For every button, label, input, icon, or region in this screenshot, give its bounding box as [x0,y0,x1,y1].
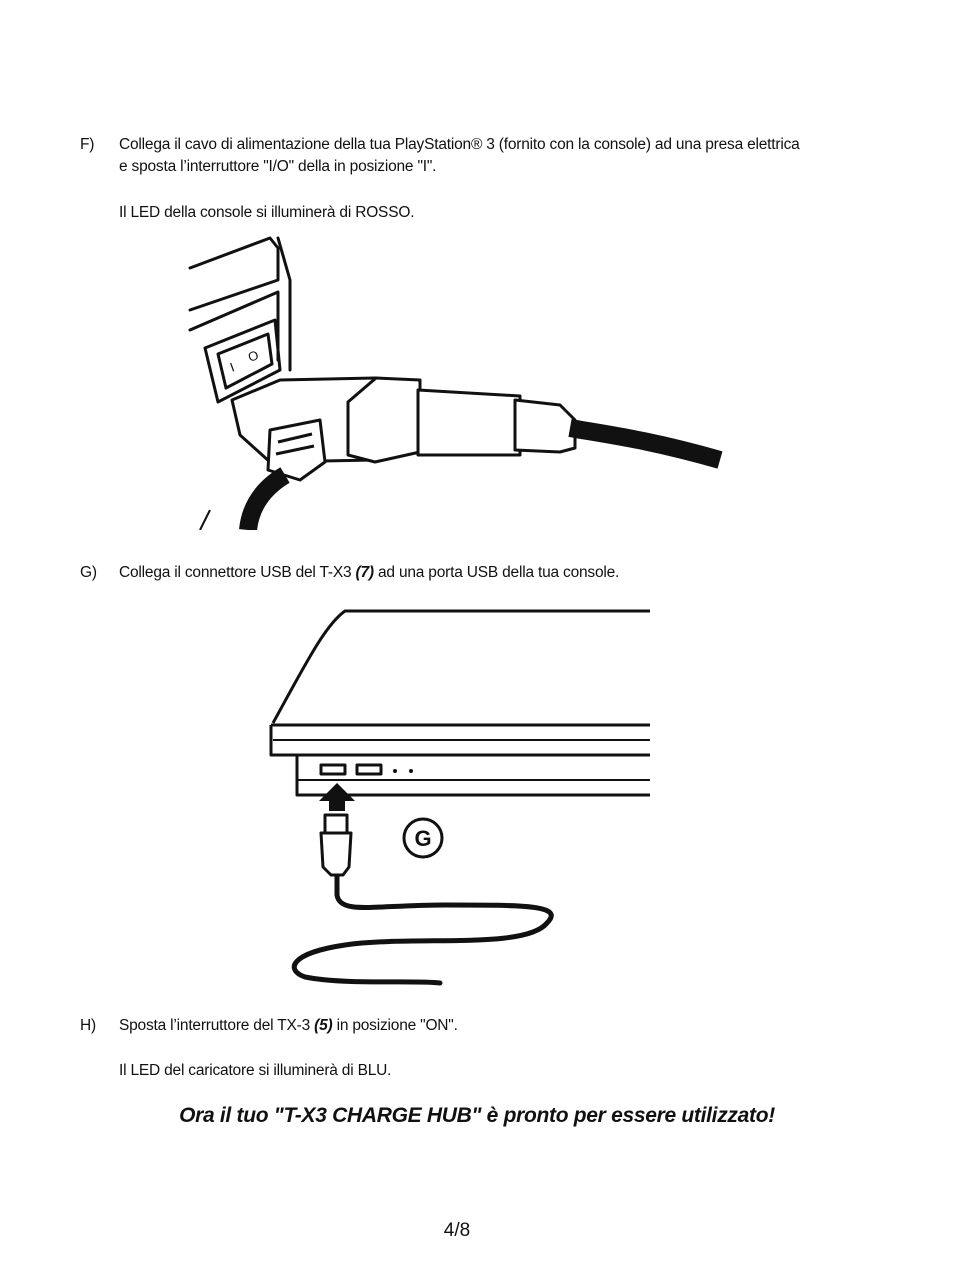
step-letter: H) [80,1017,96,1034]
usb-label: G [414,826,431,851]
step-f: F) Collega il cavo di alimentazione dell… [80,134,800,178]
item-reference: (7) [355,564,375,581]
power-cable-illustration: I O [188,236,723,530]
step-h: H) Sposta l’interruttore del TX-3 (5) in… [80,1015,800,1037]
final-message: Ora il tuo "T-X3 CHARGE HUB" è pronto pe… [179,1104,775,1127]
step-text: Collega il cavo di alimentazione della t… [119,136,800,175]
step-text-end: in posizione "ON". [332,1017,458,1034]
step-letter: G) [80,564,97,581]
step-text: Sposta l’interruttore del TX-3 (5) in po… [119,1015,809,1037]
step-text-start: Sposta l’interruttore del TX-3 [119,1017,315,1034]
step-h-note: Il LED del caricatore si illuminerà di B… [119,1062,392,1079]
step-g: G) Collega il connettore USB del T-X3 (7… [80,562,800,584]
page-number: 4/8 [443,1220,471,1241]
step-text-start: Collega il connettore USB del T-X3 [119,564,356,581]
usb-connection-illustration: G [269,609,650,986]
switch-on-label: I [228,359,237,374]
step-text: Collega il connettore USB del T-X3 (7) a… [119,562,809,584]
item-reference: (5) [314,1017,333,1034]
step-letter: F) [80,136,95,153]
step-f-note: Il LED della console si illuminerà di RO… [119,204,415,221]
step-text-end: ad una porta USB della tua console. [373,564,620,581]
switch-off-label: O [246,347,261,365]
